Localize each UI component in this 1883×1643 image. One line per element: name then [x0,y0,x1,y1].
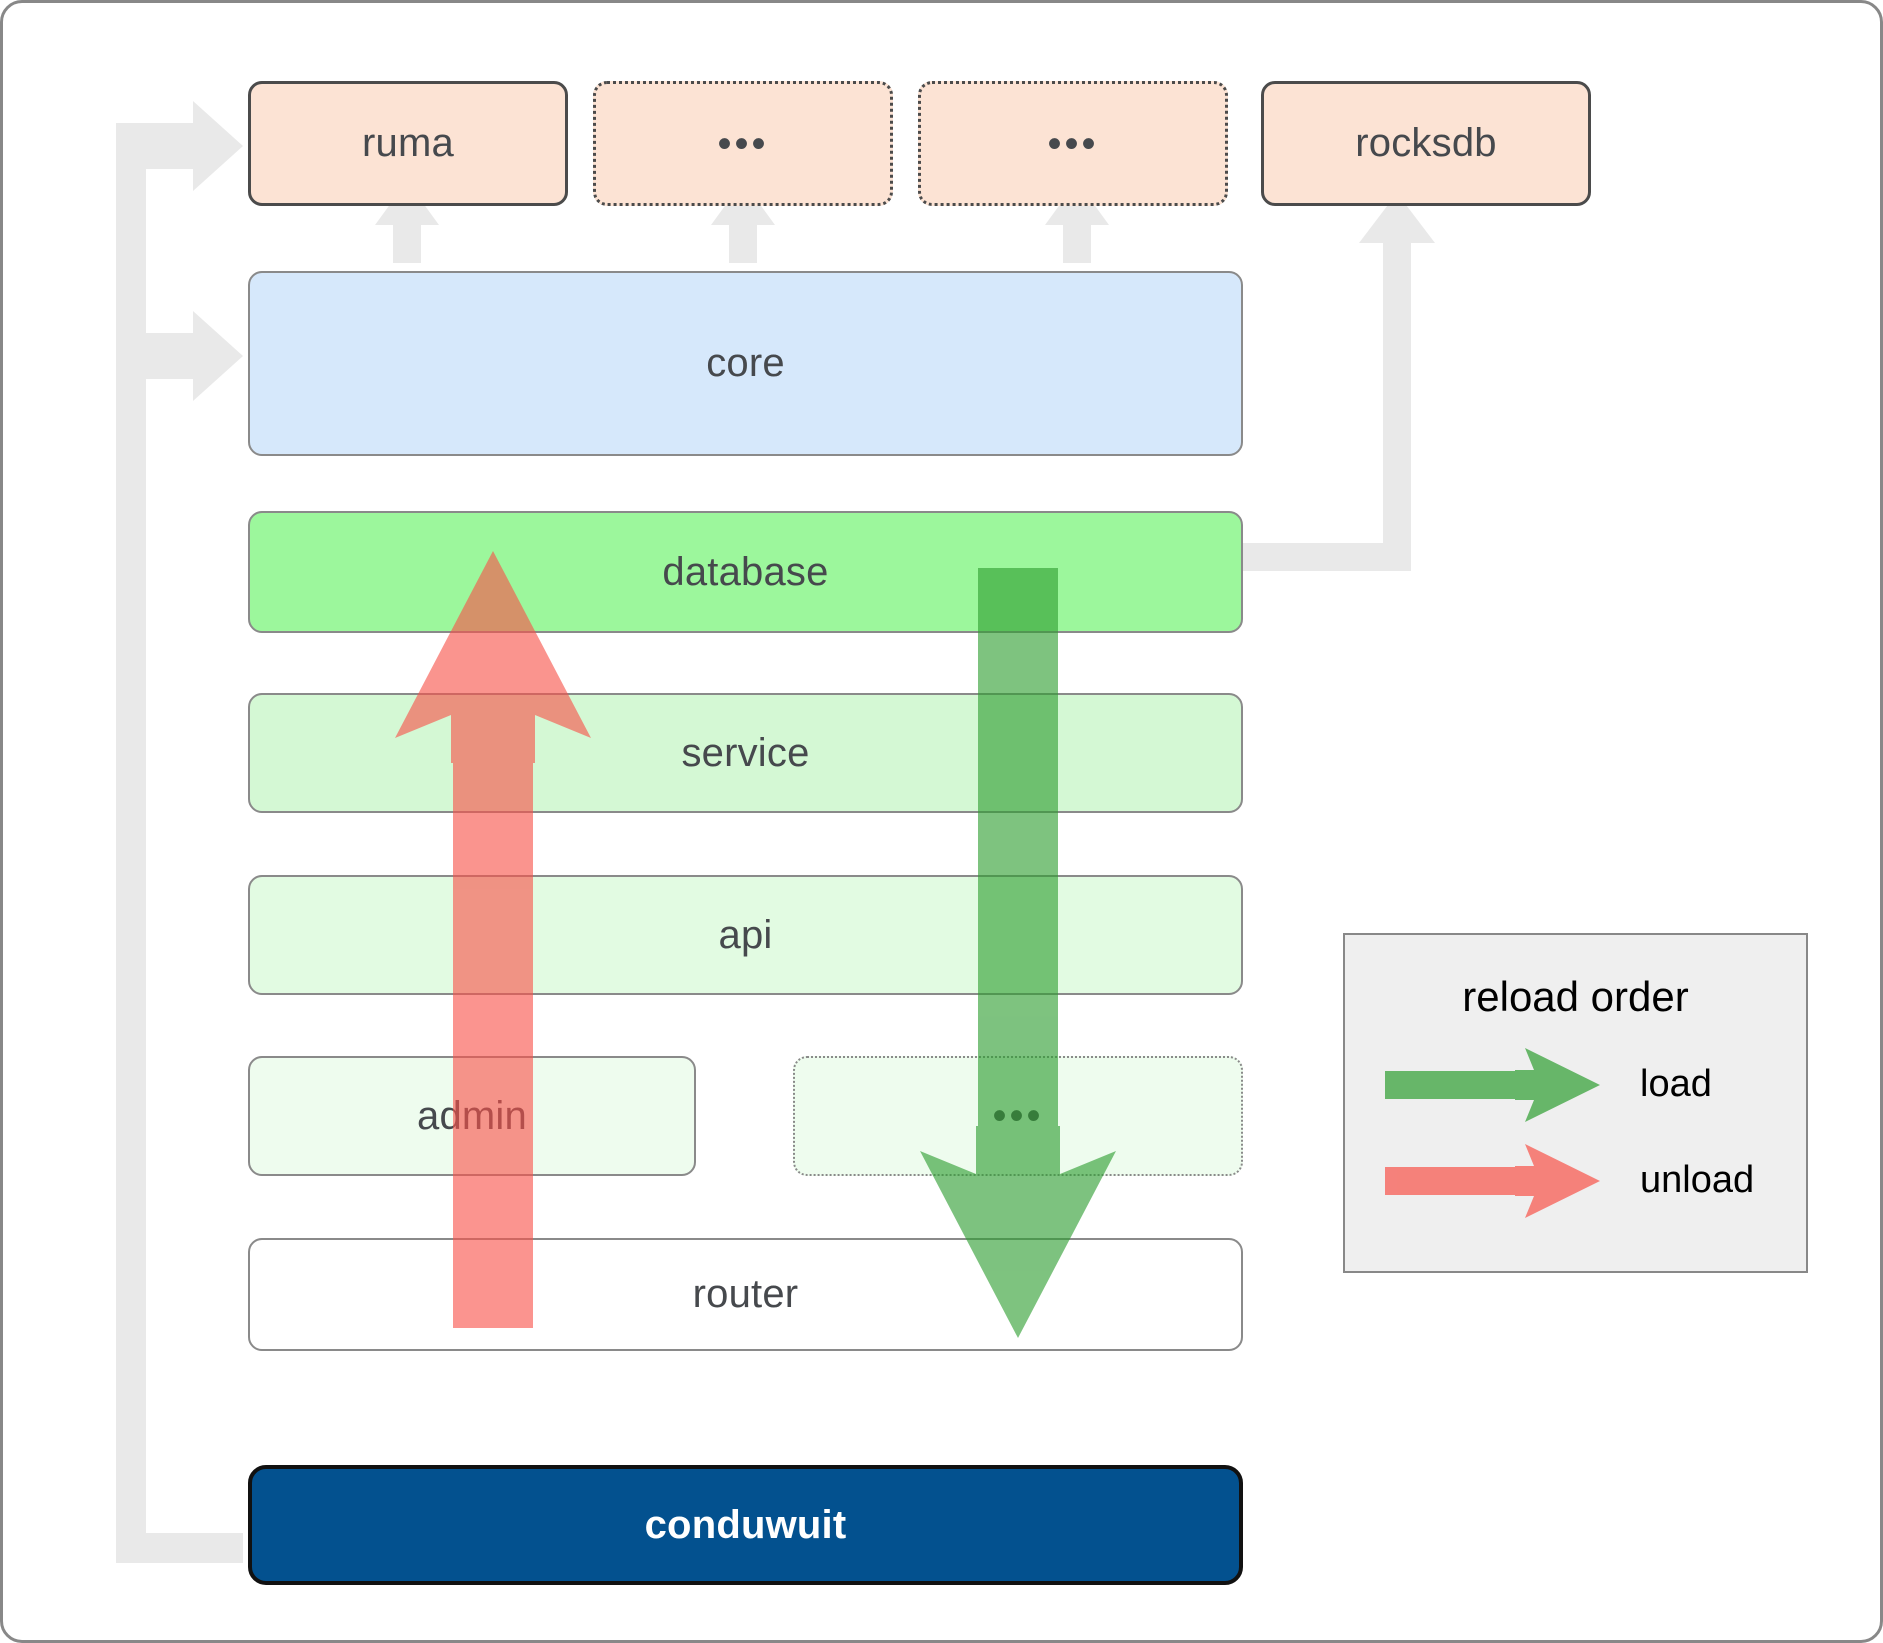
node-layer-ellipsis[interactable]: ••• [793,1056,1243,1176]
node-dep-ellipsis-1[interactable]: ••• [593,81,893,206]
node-admin[interactable]: admin [248,1056,696,1176]
node-service[interactable]: service [248,693,1243,813]
legend-arrows [1385,1048,1600,1218]
node-admin-label: admin [417,1093,527,1138]
node-ruma-label: ruma [362,121,454,165]
legend-load-arrow [1385,1048,1600,1122]
connector-conduwuit-to-core-arrow [116,311,243,401]
node-database[interactable]: database [248,511,1243,633]
node-service-label: service [681,730,810,775]
node-database-label: database [662,549,829,594]
node-dep-ellipsis-1-label: ••• [717,121,769,166]
node-api-label: api [718,912,773,957]
reload-flow-layer [395,551,1116,1338]
connector-database-to-rocksdb [1243,193,1435,571]
connector-conduwuit-bus [116,133,243,1563]
gray-connector-layer [116,101,1435,1563]
legend-box: reload order load unload [1343,933,1808,1273]
node-layer-ellipsis-label: ••• [992,1094,1044,1138]
node-core[interactable]: core [248,271,1243,456]
node-ruma[interactable]: ruma [248,81,568,206]
legend-title: reload order [1462,973,1689,1020]
connector-conduwuit-to-ruma-arrow [116,101,243,191]
node-api[interactable]: api [248,875,1243,995]
node-conduwuit-label: conduwuit [644,1502,847,1547]
node-dep-ellipsis-2[interactable]: ••• [918,81,1228,206]
node-rocksdb[interactable]: rocksdb [1261,81,1591,206]
node-router[interactable]: router [248,1238,1243,1351]
node-router-label: router [692,1272,799,1316]
legend-unload-arrow [1385,1144,1600,1218]
node-conduwuit[interactable]: conduwuit [248,1465,1243,1585]
legend-load-label: load [1640,1063,1712,1105]
node-core-label: core [706,341,785,385]
legend-unload-label: unload [1640,1159,1755,1201]
node-rocksdb-label: rocksdb [1355,121,1497,165]
node-dep-ellipsis-2-label: ••• [1047,121,1099,166]
